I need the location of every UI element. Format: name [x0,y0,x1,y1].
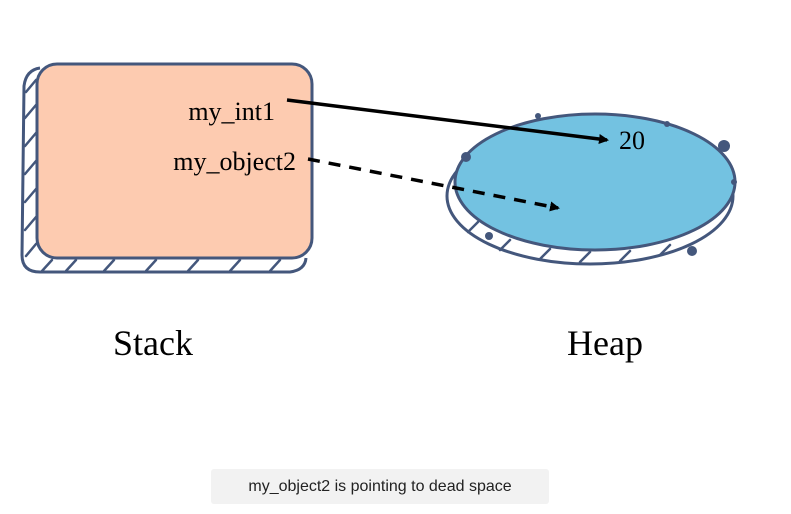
heap-shape [445,112,737,266]
caption-text: my_object2 is pointing to dead space [248,477,512,495]
stack-box-hatching [23,78,282,273]
heap-shape-body [453,112,737,252]
stack-box [20,62,314,274]
stack-title: Stack [113,323,193,363]
stack-variable-my-object2: my_object2 [173,147,296,176]
stack-variable-my-int1: my_int1 [188,97,275,126]
heap-shape-hatching [466,220,672,264]
heap-value-20: 20 [619,126,645,155]
pointer-arrow-my-int1 [286,98,609,144]
pointer-arrow-my-object2-dashed [307,157,560,212]
heap-title: Heap [567,323,643,363]
stack-box-shadow [20,66,308,274]
heap-shape-sketch-dots [461,113,737,256]
caption-box: my_object2 is pointing to dead space [211,469,549,504]
